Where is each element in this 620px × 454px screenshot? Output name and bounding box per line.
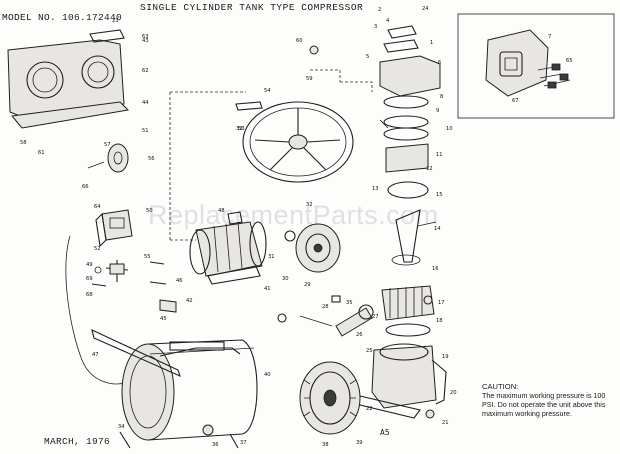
callout-label: 4 bbox=[386, 18, 390, 24]
callout-label: 21 bbox=[442, 420, 449, 426]
callout-label: 6 bbox=[438, 60, 441, 66]
callout-label: 18 bbox=[436, 318, 443, 324]
callout-label: 69 bbox=[86, 276, 93, 282]
callout-label: 43 bbox=[142, 38, 149, 44]
belt-guard bbox=[7, 29, 130, 129]
crankcase bbox=[355, 343, 447, 419]
callout-label: 20 bbox=[450, 390, 457, 396]
callout-label: 65 bbox=[566, 58, 573, 64]
air-tank bbox=[119, 339, 258, 449]
callout-label: 19 bbox=[442, 354, 449, 360]
callout-label: 3 bbox=[374, 24, 377, 30]
inset-frame bbox=[457, 13, 615, 119]
callout-label: 49 bbox=[86, 262, 93, 268]
callout-label: 34 bbox=[118, 424, 125, 430]
tube-path-line bbox=[310, 69, 373, 92]
flywheel bbox=[235, 101, 354, 183]
bolts-and-fasteners bbox=[202, 45, 437, 436]
motor-pulley bbox=[87, 143, 129, 173]
callout-label: 62 bbox=[142, 68, 149, 74]
cylinder-head-assembly bbox=[379, 25, 441, 266]
callout-label: 8 bbox=[440, 94, 443, 100]
callout-label: 50 bbox=[146, 208, 153, 214]
callout-labels: 2 24 4 3 1 60 5 6 7 8 9 11 12 13 15 14 1… bbox=[20, 6, 573, 448]
callout-label: 27 bbox=[372, 314, 379, 320]
callout-label: 22 bbox=[366, 406, 373, 412]
callout-label: 12 bbox=[426, 166, 433, 172]
watermark-text: ReplacementParts.com bbox=[148, 200, 439, 230]
caution-heading: CAUTION: bbox=[482, 382, 519, 391]
callout-label: 13 bbox=[372, 186, 379, 192]
callout-label: 41 bbox=[264, 286, 271, 292]
callout-label: 46 bbox=[176, 278, 183, 284]
callout-label: 31 bbox=[268, 254, 275, 260]
callout-label: 35 bbox=[346, 300, 353, 306]
callout-label: 58 bbox=[20, 140, 27, 146]
callout-label: 26 bbox=[356, 332, 363, 338]
callout-label: 28 bbox=[322, 304, 329, 310]
crankshaft bbox=[277, 304, 374, 337]
inset-head-detail bbox=[485, 29, 571, 97]
tee-fittings bbox=[91, 260, 177, 313]
callout-label: 30 bbox=[282, 276, 289, 282]
callout-label: 36 bbox=[212, 442, 219, 448]
tank-handle bbox=[91, 329, 181, 378]
callout-label: 10 bbox=[446, 126, 453, 132]
callout-label: 47 bbox=[92, 352, 99, 358]
callout-label: 15 bbox=[436, 192, 443, 198]
crankcase-bearing bbox=[284, 223, 341, 273]
wheel bbox=[299, 361, 361, 435]
belt-path-line bbox=[169, 91, 246, 241]
callout-label: 37 bbox=[240, 440, 247, 446]
callout-label: 53 bbox=[238, 126, 245, 132]
callout-label: 51 bbox=[142, 128, 149, 134]
electric-motor bbox=[189, 211, 267, 285]
callout-label: 16 bbox=[432, 266, 439, 272]
diagram-title: SINGLE CYLINDER TANK TYPE COMPRESSOR bbox=[140, 2, 364, 13]
callout-label: 44 bbox=[142, 100, 149, 106]
callout-label: 57 bbox=[104, 142, 111, 148]
revision-date: MARCH, 1976 bbox=[44, 436, 111, 447]
callout-label: 11 bbox=[436, 152, 443, 158]
pressure-switch bbox=[65, 209, 133, 385]
callout-label: 60 bbox=[296, 38, 303, 44]
cylinder bbox=[381, 285, 435, 337]
callout-label: 61 bbox=[38, 150, 45, 156]
callout-label: 5 bbox=[366, 54, 369, 60]
callout-label: 32 bbox=[306, 202, 313, 208]
callout-label: 7 bbox=[548, 34, 551, 40]
callout-label: 17 bbox=[438, 300, 445, 306]
callout-label: 42 bbox=[186, 298, 193, 304]
callout-label: 29 bbox=[304, 282, 311, 288]
callout-label: 59 bbox=[306, 76, 313, 82]
callout-label: 1 bbox=[430, 40, 433, 46]
callout-label: 55 bbox=[144, 254, 151, 260]
callout-label: 2 bbox=[378, 7, 381, 13]
drawing-code: A5 bbox=[380, 428, 390, 437]
caution-text: The maximum working pressure is 100 PSI.… bbox=[482, 391, 606, 418]
callout-label: 24 bbox=[422, 6, 429, 12]
callout-label: 23 bbox=[112, 18, 119, 24]
model-number: MODEL NO. 106.172440 bbox=[2, 12, 123, 23]
callout-label: 33 bbox=[236, 126, 243, 132]
callout-label: 48 bbox=[218, 208, 225, 214]
callout-label: 68 bbox=[86, 292, 93, 298]
callout-label: 52 bbox=[94, 246, 101, 252]
callout-label: 63 bbox=[142, 34, 149, 40]
callout-label: 14 bbox=[434, 226, 441, 232]
callout-label: 54 bbox=[264, 88, 271, 94]
callout-label: 38 bbox=[322, 442, 329, 448]
callout-label: 66 bbox=[82, 184, 89, 190]
caution-note: CAUTION: The maximum working pressure is… bbox=[482, 382, 618, 418]
callout-label: 45 bbox=[160, 316, 167, 322]
callout-label: 39 bbox=[356, 440, 363, 446]
callout-label: 64 bbox=[94, 204, 101, 210]
callout-label: 56 bbox=[148, 156, 155, 162]
callout-label: 40 bbox=[264, 372, 271, 378]
callout-label: 67 bbox=[512, 98, 519, 104]
callout-label: 25 bbox=[366, 348, 373, 354]
callout-label: 9 bbox=[436, 108, 439, 114]
